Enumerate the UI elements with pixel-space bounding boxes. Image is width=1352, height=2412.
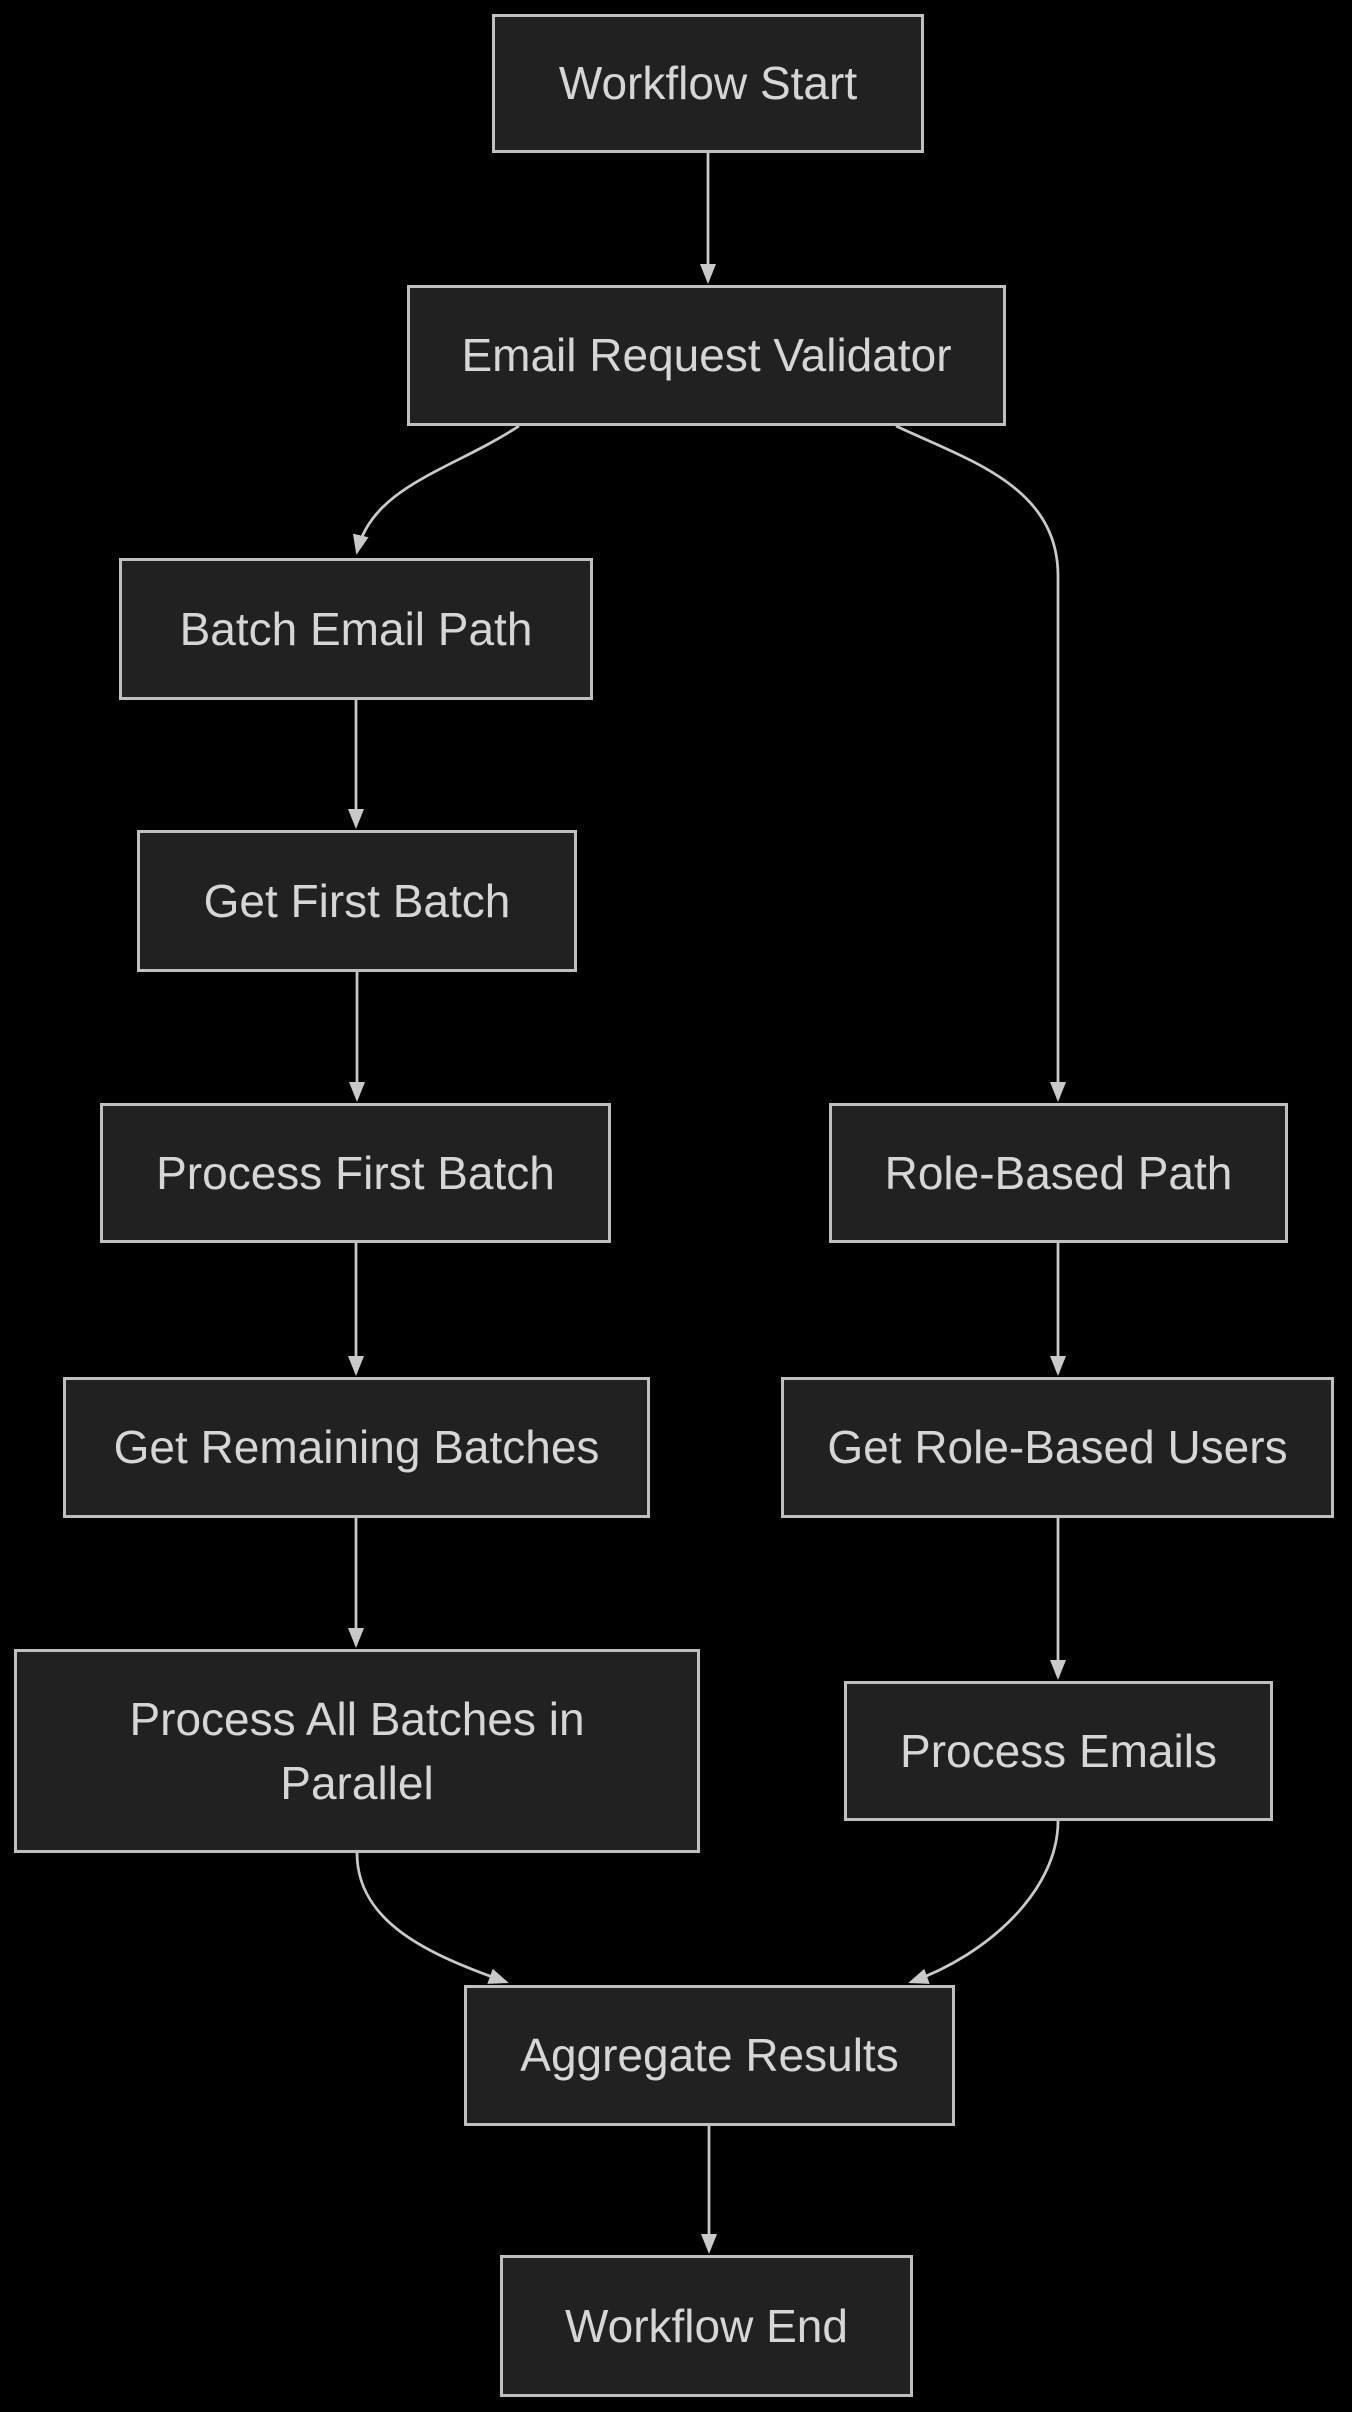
node-workflow-end-label: Workflow End (565, 2299, 848, 2352)
node-aggregate-results: Aggregate Results (464, 1985, 955, 2126)
node-get-first-batch-label: Get First Batch (203, 874, 511, 927)
node-process-first-batch: Process First Batch (100, 1103, 611, 1243)
node-get-first-batch: Get First Batch (137, 830, 577, 972)
node-workflow-start: Workflow Start (492, 14, 924, 153)
node-workflow-end: Workflow End (500, 2255, 913, 2397)
node-role-based-path-label: Role-Based Path (884, 1146, 1233, 1199)
edge-process-all-to-aggregate (355, 1852, 509, 1984)
node-process-emails-label: Process Emails (900, 1724, 1217, 1777)
node-batch-email-path: Batch Email Path (119, 558, 593, 700)
node-email-request-validator-label: Email Request Validator (461, 329, 952, 382)
node-process-first-batch-label: Process First Batch (156, 1146, 555, 1199)
node-process-all-batches-label: Process All Batches in Parallel (129, 1692, 585, 1809)
node-process-all-batches: Process All Batches in Parallel (14, 1649, 700, 1853)
node-batch-email-path-label: Batch Email Path (179, 602, 533, 655)
node-role-based-path: Role-Based Path (829, 1103, 1288, 1243)
node-get-remaining-batches: Get Remaining Batches (63, 1377, 650, 1518)
node-process-emails: Process Emails (844, 1681, 1273, 1821)
node-workflow-start-label: Workflow Start (558, 57, 858, 110)
node-email-request-validator: Email Request Validator (407, 285, 1006, 426)
node-get-role-based-users-label: Get Role-Based Users (827, 1421, 1288, 1474)
edge-validator-to-batch-path (352, 424, 520, 555)
node-get-remaining-batches-label: Get Remaining Batches (113, 1421, 600, 1474)
edge-validator-to-role-path (895, 424, 1066, 1102)
edge-process-emails-to-aggregate (908, 1820, 1060, 1984)
node-get-role-based-users: Get Role-Based Users (781, 1377, 1334, 1518)
node-aggregate-results-label: Aggregate Results (520, 2029, 899, 2082)
